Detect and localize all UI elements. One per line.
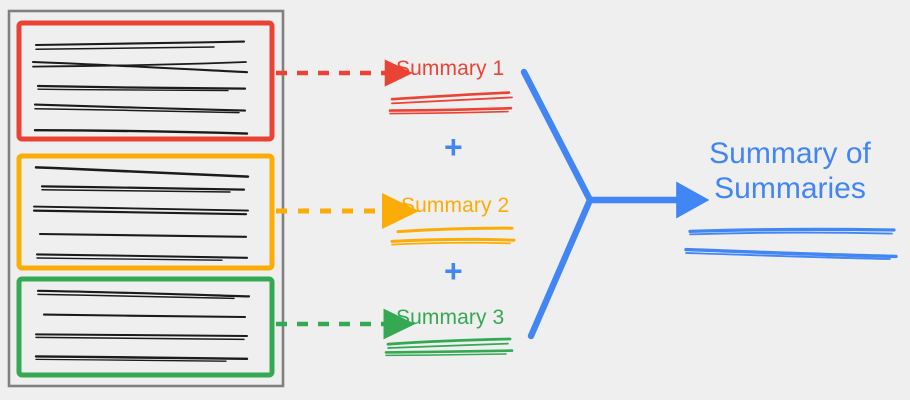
final-summary-line-2: Summaries (714, 172, 866, 206)
summary-3-underlines (384, 337, 514, 357)
document-frame (7, 9, 285, 388)
final-summary-line-1: Summary of (709, 137, 871, 170)
summary-2-underlines (390, 226, 516, 246)
chunk-3-text-lines (34, 289, 251, 362)
document-chunk-1[interactable] (16, 20, 275, 142)
chunk-2-text-lines (32, 166, 250, 261)
final-summary-underlines (684, 227, 898, 260)
summary-1-underlines (388, 91, 513, 115)
merge-arrow-blue (520, 68, 594, 340)
plus-operator-1: + (444, 129, 463, 165)
summary-2-title: Summary 2 (401, 194, 510, 217)
chunk-1-text-lines (31, 40, 249, 135)
summary-3-title: Summary 3 (396, 306, 505, 329)
document-chunk-2[interactable] (16, 153, 275, 271)
summary-1-title: Summary 1 (396, 57, 505, 80)
plus-operator-2: + (444, 253, 463, 289)
document-chunk-3[interactable] (16, 276, 275, 378)
final-summary-title: Summary of Summaries (690, 136, 890, 207)
